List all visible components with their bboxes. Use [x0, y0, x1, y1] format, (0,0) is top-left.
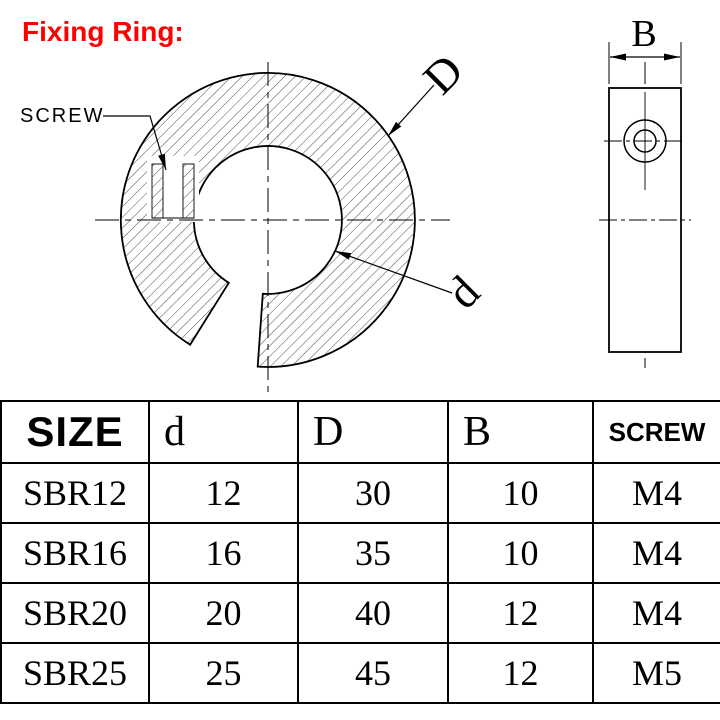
table-row: SBR20 20 40 12 M4 — [0, 582, 720, 644]
col-header-B: B — [447, 400, 594, 464]
ring-side-view: B — [599, 13, 691, 368]
screw-callout: SCREW — [20, 105, 167, 171]
size-cell: SBR25 — [0, 642, 150, 704]
D-cell: 45 — [297, 642, 449, 704]
table-row: SBR12 12 30 10 M4 — [0, 462, 720, 524]
inner-dia-leader — [334, 250, 453, 294]
B-cell: 12 — [447, 582, 594, 644]
thread-wall-right — [182, 163, 195, 219]
col-header-screw: SCREW — [592, 400, 720, 464]
ring-body — [119, 72, 416, 368]
technical-drawing: SCREW D d — [20, 13, 691, 392]
thread-wall-left — [151, 163, 164, 219]
B-cell: 10 — [447, 522, 594, 584]
col-header-d: d — [148, 400, 299, 464]
ring-front-view — [95, 62, 450, 392]
col-header-D: D — [297, 400, 449, 464]
d-cell: 16 — [148, 522, 299, 584]
D-cell: 35 — [297, 522, 449, 584]
d-cell: 20 — [148, 582, 299, 644]
col-header-size: SIZE — [0, 400, 150, 464]
size-table: SIZE d D B SCREW SBR12 12 30 10 M4 SBR16… — [0, 400, 720, 704]
table-header-row: SIZE d D B SCREW — [0, 400, 720, 464]
screw-hole-detail — [147, 156, 199, 222]
B-cell: 12 — [447, 642, 594, 704]
width-label: B — [631, 13, 656, 55]
outer-diameter-callout: D — [387, 44, 473, 137]
outer-dia-leader — [387, 84, 435, 137]
inner-dia-label: d — [437, 266, 489, 318]
B-cell: 10 — [447, 462, 594, 524]
table-row: SBR25 25 45 12 M5 — [0, 642, 720, 704]
d-cell: 12 — [148, 462, 299, 524]
screw-cell: M4 — [592, 582, 720, 644]
size-cell: SBR20 — [0, 582, 150, 644]
D-cell: 40 — [297, 582, 449, 644]
width-dimension: B — [608, 13, 682, 84]
table-row: SBR16 16 35 10 M4 — [0, 522, 720, 584]
D-cell: 30 — [297, 462, 449, 524]
d-cell: 25 — [148, 642, 299, 704]
screw-leader-line — [103, 115, 167, 171]
outer-dia-label: D — [413, 44, 473, 104]
screw-label: SCREW — [20, 105, 104, 127]
screw-cell: M4 — [592, 462, 720, 524]
size-cell: SBR16 — [0, 522, 150, 584]
screw-cell: M5 — [592, 642, 720, 704]
size-cell: SBR12 — [0, 462, 150, 524]
page-title: Fixing Ring: — [22, 16, 184, 47]
screw-cell: M4 — [592, 522, 720, 584]
